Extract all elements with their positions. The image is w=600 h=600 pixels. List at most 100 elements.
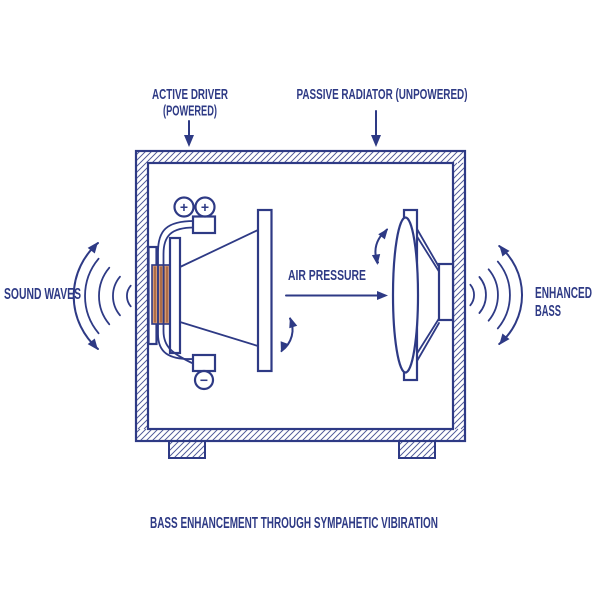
hatch-line: [452, 274, 466, 288]
foot-left: [168, 440, 206, 459]
hatch-line: [193, 150, 207, 164]
hatch-line: [135, 214, 149, 228]
positive-sign: +: [201, 199, 209, 215]
hatch-line: [145, 428, 159, 442]
hatch-line: [205, 428, 219, 442]
hatch-line: [135, 268, 149, 282]
hatch-line: [241, 150, 255, 164]
bass-wave-arc: [478, 276, 487, 314]
hatch-line: [403, 428, 417, 442]
hatch-line: [452, 388, 466, 402]
hatch-line: [211, 428, 225, 442]
bass-wave-arc: [487, 268, 499, 322]
hatch-line: [452, 370, 466, 384]
hatch-line: [135, 184, 149, 198]
hatch-line: [253, 150, 267, 164]
hatch-line: [398, 440, 416, 458]
foot-right: [398, 440, 436, 459]
hatch-line: [452, 196, 466, 210]
radiator-mount: [437, 262, 455, 322]
bass-wave-arc: [469, 283, 475, 307]
hatch-line: [452, 292, 466, 306]
hatch-line: [452, 286, 466, 300]
hatch-line: [139, 428, 153, 442]
hatch-line: [229, 150, 243, 164]
hatch-line: [135, 220, 149, 234]
hatch-line: [135, 208, 149, 222]
hatch-line: [135, 298, 149, 312]
sound-wave-arc: [126, 284, 132, 308]
hatch-line: [355, 150, 369, 164]
hatch-line: [379, 150, 393, 164]
hatch-line: [289, 428, 303, 442]
hatch-line: [135, 346, 149, 360]
hatch-line: [277, 428, 291, 442]
hatch-line: [427, 428, 441, 442]
hatch-line: [451, 150, 465, 164]
hatch-line: [135, 428, 147, 440]
bass-wave-arrow-arc: [498, 245, 523, 345]
hatch-line: [452, 376, 466, 390]
hatch-line: [135, 172, 149, 186]
active-driver-callout: ACTIVE DRIVER (POWERED): [152, 86, 228, 147]
hatch-line: [445, 150, 459, 164]
hatch-line: [135, 352, 149, 366]
hatch-line: [409, 428, 423, 442]
enhanced-bass-label-line2: BASS: [535, 303, 561, 320]
hatch-line: [452, 400, 466, 414]
sound-wave-arc: [84, 257, 100, 335]
hatch-line: [163, 428, 177, 442]
hatch-line: [452, 162, 464, 174]
air-pressure-arrowhead: [377, 291, 388, 300]
hatch-line: [157, 428, 171, 442]
hatch-line: [367, 150, 381, 164]
hatch-line: [135, 202, 149, 216]
hatch-line: [135, 150, 147, 162]
hatch-line: [135, 364, 149, 378]
hatch-line: [217, 150, 231, 164]
hatch-line: [307, 150, 321, 164]
hatch-line: [433, 428, 447, 442]
hatch-line: [361, 428, 375, 442]
hatch-line: [139, 150, 153, 164]
driver-frame-plate: [168, 236, 182, 355]
hatch-line: [337, 150, 351, 164]
hatch-line: [379, 428, 393, 442]
hatch-line: [427, 450, 436, 459]
hatch-line: [135, 232, 149, 246]
hatch-line: [457, 433, 466, 442]
positive-terminal-icon: +: [194, 196, 216, 218]
foot-right-fill: [399, 441, 435, 458]
hatch-line: [452, 304, 466, 318]
hatch-line: [427, 150, 441, 164]
hatch-line: [391, 428, 405, 442]
wave-arrowhead-up: [87, 242, 98, 254]
hatch-line: [175, 150, 189, 164]
hatch-line: [199, 150, 213, 164]
hatch-line: [163, 150, 177, 164]
hatch-line: [185, 440, 204, 459]
hatch-line: [319, 428, 333, 442]
hatch-line: [175, 428, 189, 442]
hatch-line: [168, 440, 180, 452]
hatch-line: [173, 440, 192, 459]
hatch-line: [135, 244, 149, 258]
hatch-line: [259, 428, 273, 442]
hatch-line: [247, 428, 261, 442]
hatch-line: [271, 428, 285, 442]
hatch-line: [277, 150, 291, 164]
wave-arrowhead-down: [499, 333, 510, 345]
hatch-line: [337, 428, 351, 442]
hatch-line: [289, 150, 303, 164]
hatch-line: [169, 428, 183, 442]
hatch-line: [135, 334, 149, 348]
wave-arrowhead-up: [499, 245, 510, 257]
hatch-line: [191, 444, 206, 459]
hatch-line: [355, 428, 369, 442]
hatch-line: [135, 406, 149, 420]
hatch-line: [135, 250, 149, 264]
hatch-line: [135, 316, 149, 330]
passive-radiator-label: PASSIVE RADIATOR (UNPOWERED): [297, 86, 468, 103]
hatch-line: [452, 262, 466, 276]
hatch-line: [452, 202, 466, 216]
